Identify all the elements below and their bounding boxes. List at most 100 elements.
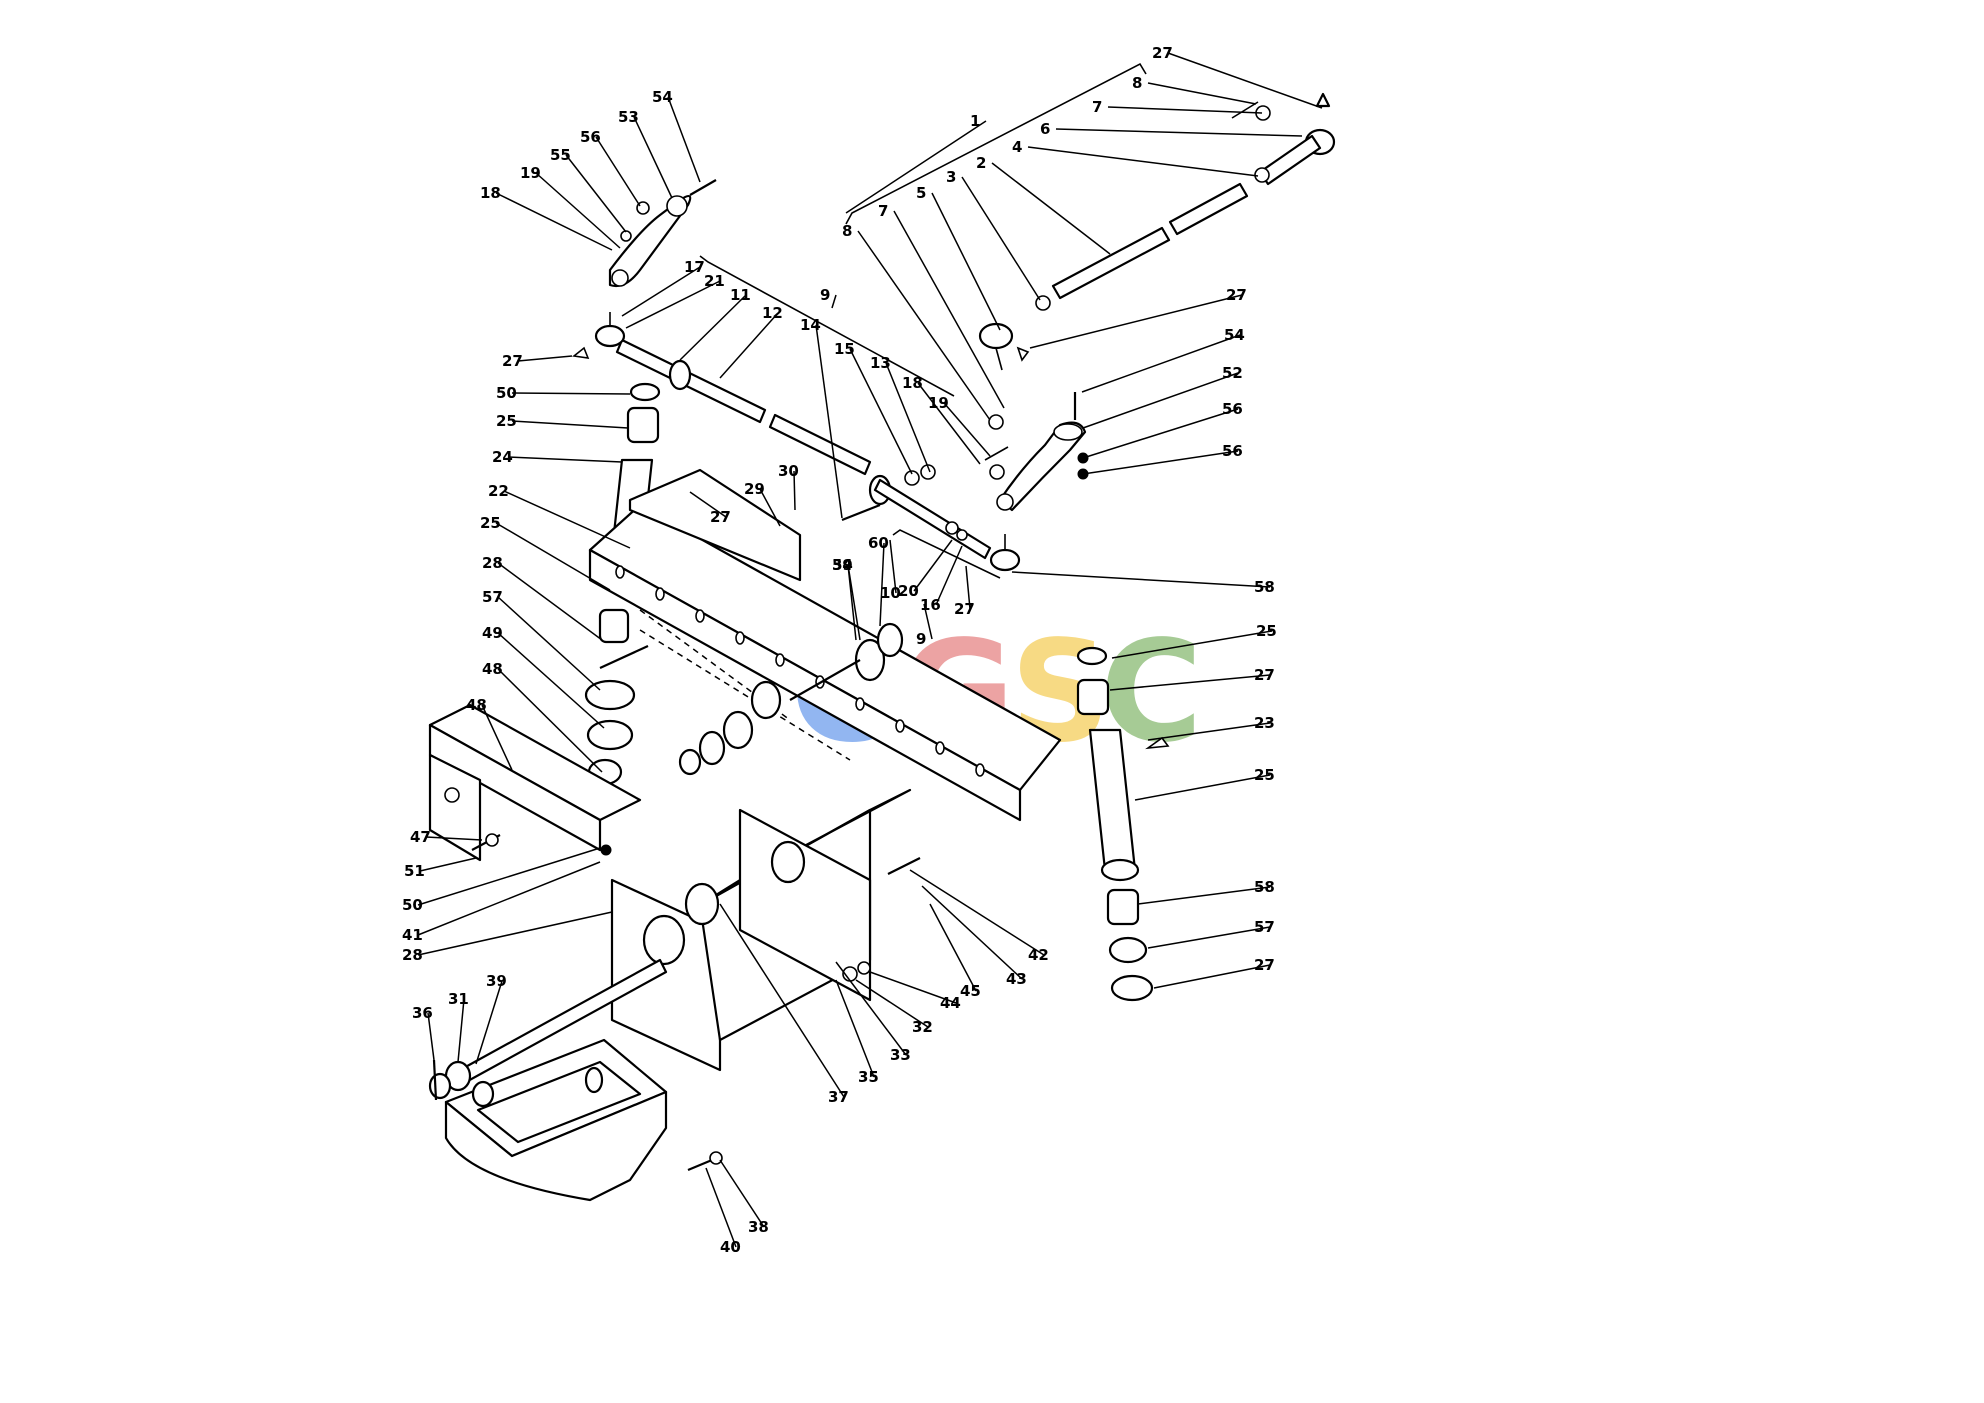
- pivot-shaft-hidden: [789, 659, 861, 701]
- pivot-bush-b: [722, 710, 754, 750]
- callout-label: 42: [1028, 946, 1049, 964]
- tray-bolt: [687, 1158, 713, 1172]
- leader-line: [535, 172, 621, 249]
- leader-line: [427, 1012, 435, 1061]
- callout-label: 57: [1254, 918, 1275, 936]
- leader-line: [417, 911, 613, 956]
- bracket-front: [428, 723, 602, 852]
- callout-label: 16: [920, 596, 941, 614]
- leader-line: [1147, 82, 1257, 105]
- callout-label: 6: [1040, 120, 1050, 138]
- drag-link-stud: [995, 347, 1003, 371]
- leader-line: [1153, 964, 1271, 989]
- axle-holes: [615, 565, 985, 777]
- callout-label: 27: [1254, 956, 1275, 974]
- right-bush-upper: [1076, 678, 1110, 716]
- leader-line: [497, 632, 605, 729]
- axle-hole: [655, 587, 665, 601]
- callout-label: 2: [976, 154, 986, 172]
- axle-hole: [735, 631, 745, 645]
- axle-hidden-edge-b: [639, 629, 851, 761]
- tie-rod-nut-a: [904, 470, 920, 486]
- leader-line: [1107, 106, 1263, 114]
- tie-rod-clamp-left: [668, 359, 692, 391]
- callout-labels: 2787641235785453565519181721111292727545…: [402, 44, 1277, 1256]
- drag-link-ball-joint: [978, 322, 1014, 350]
- callout-label: 41: [402, 926, 423, 944]
- left-arm-eye-upper: [666, 195, 688, 217]
- leader-line: [595, 136, 641, 207]
- callout-label: 43: [1006, 970, 1027, 988]
- axle-hole: [775, 653, 785, 667]
- callout-label: 22: [488, 482, 509, 500]
- callout-label: 38: [748, 1218, 769, 1236]
- callout-label: 21: [704, 272, 725, 290]
- left-lower-nut: [600, 844, 612, 856]
- drag-link-ball-grease: [1315, 92, 1331, 108]
- group-brackets: [699, 62, 1147, 579]
- pivot-washer-outer: [678, 748, 702, 776]
- leader-lines: [417, 52, 1323, 1248]
- right-arm-eye-upper: [1053, 423, 1083, 441]
- callout-label: 8: [842, 222, 852, 240]
- axle-hole: [935, 741, 945, 755]
- plate-left-face: [610, 878, 722, 1072]
- callout-label: 24: [492, 448, 513, 466]
- leader-line: [425, 836, 483, 841]
- callout-label: 31: [448, 990, 469, 1008]
- box-nut-b: [857, 961, 871, 975]
- right-spindle-bottom: [1100, 858, 1140, 882]
- callout-label: 56: [580, 128, 601, 146]
- leader-line: [759, 488, 781, 527]
- leader-line: [943, 402, 991, 457]
- callout-label: 25: [496, 412, 517, 430]
- callout-label: 44: [940, 994, 961, 1012]
- bracket-item-1: [845, 62, 1147, 225]
- leader-line: [965, 565, 971, 610]
- left-hub-lower: [586, 719, 634, 751]
- leader-line: [719, 1159, 765, 1228]
- leader-line: [1082, 408, 1239, 459]
- mounting-box: [610, 788, 921, 1072]
- axle-pivot-parts: [678, 622, 904, 776]
- box-pin: [887, 857, 921, 875]
- leader-line: [1081, 334, 1241, 393]
- axle-hole: [615, 565, 625, 579]
- callout-label: 13: [870, 354, 891, 372]
- pivot-bush-c: [698, 730, 726, 766]
- callout-label: 15: [834, 340, 855, 358]
- callout-label: 11: [730, 286, 751, 304]
- tie-rod-nut-b: [920, 464, 936, 480]
- callout-label: 25: [1256, 622, 1277, 640]
- leader-line: [913, 539, 953, 592]
- bottom-tray: [444, 1038, 723, 1202]
- leader-line: [845, 120, 987, 214]
- pivot-bush-a: [750, 680, 782, 720]
- callout-label: 19: [928, 394, 949, 412]
- bracket-nut: [485, 833, 499, 847]
- callout-label: 27: [1254, 666, 1275, 684]
- callout-label: 56: [1222, 442, 1243, 460]
- drag-link-tube-rear: [1168, 182, 1249, 236]
- drag-link-pin: [1231, 101, 1259, 119]
- leader-line: [793, 470, 796, 511]
- box-top: [698, 788, 912, 907]
- leader-line: [935, 545, 963, 606]
- callout-label: 23: [1254, 714, 1275, 732]
- leader-line: [1134, 774, 1271, 801]
- left-stub-axle: [599, 645, 649, 669]
- leader-line: [929, 903, 977, 992]
- right-spindle-assembly: [1076, 646, 1170, 1002]
- leader-line: [921, 885, 1023, 980]
- left-hub-upper: [584, 679, 636, 711]
- right-bearing: [1110, 974, 1154, 1002]
- leader-line: [1137, 886, 1271, 905]
- leader-line: [1011, 571, 1271, 588]
- callout-label: 17: [684, 258, 705, 276]
- right-grease-fitting: [1145, 736, 1170, 750]
- callout-label: 57: [482, 588, 503, 606]
- callout-label: 53: [618, 108, 639, 126]
- leader-line: [705, 1167, 737, 1248]
- callout-label: 59: [832, 556, 853, 574]
